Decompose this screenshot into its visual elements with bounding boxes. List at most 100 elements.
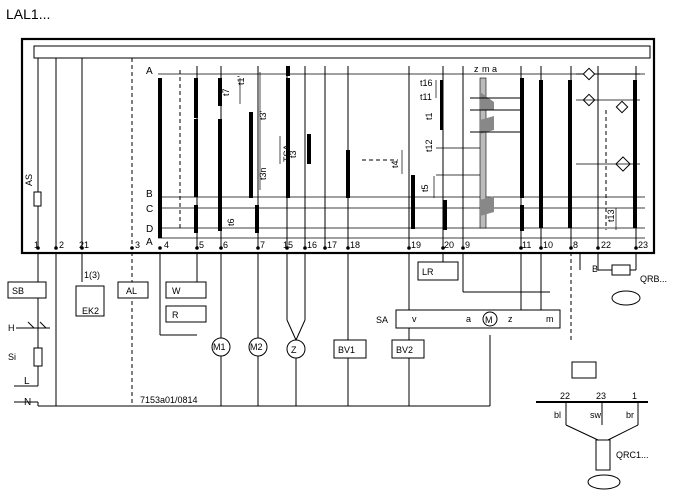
label-t13: t13 (606, 209, 616, 222)
qrc-wire-sw: sw (590, 410, 602, 420)
label-t4: t4 (390, 160, 400, 168)
row-label-d: D (146, 224, 153, 235)
label-al: AL (126, 286, 137, 296)
qrc-terminal-23: 23 (596, 391, 606, 401)
label-sb: SB (12, 286, 24, 296)
label-bv2: BV2 (396, 345, 413, 355)
control-unit-top-bar (33, 45, 651, 59)
timing-labels: t7 t1' t3' t3n t3 TSA t6 t4 t5 t16 t11 t… (221, 75, 616, 226)
row-label-a-top: A (146, 66, 153, 77)
as-fuse (33, 191, 42, 207)
terminal-5: 5 (199, 240, 204, 250)
label-qrc: QRC1... (616, 450, 649, 460)
terminal-9: 9 (465, 240, 470, 250)
row-guides (158, 73, 645, 239)
sa-motor (482, 311, 498, 327)
component-lr (417, 261, 459, 281)
qrb-flame (611, 290, 641, 306)
terminal-6: 6 (223, 240, 228, 250)
cam-label-ma: m a (482, 64, 497, 74)
qrc-wire-br: br (626, 410, 634, 420)
label-qrb: QRB... (640, 274, 667, 284)
label-z: Z (291, 345, 297, 355)
label-si: Si (8, 352, 16, 362)
external-wires (14, 252, 637, 407)
sa-contact-z: z (508, 314, 513, 324)
label-t1p: t1' (236, 75, 246, 85)
row-label-a-bottom: A (146, 237, 153, 248)
row-label-b: B (146, 189, 153, 200)
cam-label-z: z (474, 64, 479, 74)
component-z (286, 339, 306, 359)
terminal-17: 17 (327, 240, 337, 250)
qrc-wire-bl: bl (554, 410, 561, 420)
component-bv2 (391, 339, 425, 359)
label-t11: t11 (420, 92, 432, 102)
component-b-resistor (611, 264, 631, 276)
component-r (165, 305, 207, 323)
terminal-10: 10 (543, 240, 553, 250)
flame-signal-column (576, 67, 640, 230)
control-unit-frame (20, 37, 656, 255)
terminal-23: 23 (638, 240, 648, 250)
label-ek2: EK2 (82, 306, 99, 316)
terminal-3: 3 (135, 240, 140, 250)
component-m2 (248, 337, 268, 357)
sa-contact-v: v (412, 314, 417, 324)
terminal-21: 21 (79, 240, 89, 250)
terminal-11: 11 (522, 240, 531, 250)
qrc-detector: 22 23 1 bl sw br QRC1... (536, 391, 649, 490)
label-t16: t16 (420, 78, 433, 88)
cam-graphic (436, 77, 520, 229)
terminal-2: 2 (59, 240, 64, 250)
label-t3n: t3n (258, 167, 268, 180)
component-lk (571, 361, 597, 379)
sa-contact-a: a (466, 314, 471, 324)
component-sa (395, 309, 561, 329)
terminal-4: 4 (164, 240, 169, 250)
terminal-22: 22 (601, 240, 611, 250)
terminal-8: 8 (573, 240, 578, 250)
label-t5: t5 (420, 184, 430, 192)
label-t12: t12 (424, 139, 434, 152)
label-n: N (24, 397, 31, 408)
terminal-19: 19 (411, 240, 421, 250)
label-t3p: t3' (258, 110, 268, 120)
drawing-code: 7153a01/0814 (140, 395, 198, 405)
qrc-terminal-1: 1 (632, 391, 637, 401)
label-tsa: TSA (282, 144, 292, 162)
timing-arrows (239, 72, 617, 230)
terminal-row: 1 2 21 3 4 5 6 7 15 16 17 18 19 20 9 11 … (34, 240, 648, 250)
label-t1: t1 (424, 112, 434, 120)
label-b: B (592, 264, 598, 274)
qrc-terminal-22: 22 (560, 391, 570, 401)
label-t6: t6 (226, 218, 236, 226)
label-bv1: BV1 (338, 345, 355, 355)
label-ek2-contact: 1(3) (84, 270, 100, 280)
label-t7: t7 (221, 88, 231, 96)
label-h: H (8, 323, 15, 333)
row-label-c: C (146, 204, 153, 215)
diagram-title: LAL1... (6, 6, 50, 22)
component-sb (7, 281, 47, 299)
component-w (165, 281, 207, 299)
label-as: AS (24, 174, 34, 186)
sa-motor-label: M (485, 315, 493, 325)
terminal-20: 20 (444, 240, 454, 250)
component-m1 (211, 337, 231, 357)
sa-contact-m: m (546, 314, 554, 324)
terminal-7: 7 (260, 240, 265, 250)
component-ek2 (75, 285, 105, 317)
label-l: L (24, 376, 30, 387)
component-bv1 (333, 339, 367, 359)
label-r: R (172, 310, 179, 320)
label-m2: M2 (250, 342, 263, 352)
label-t3: t3 (288, 150, 298, 158)
label-m1: M1 (213, 342, 226, 352)
terminal-1: 1 (34, 240, 39, 250)
terminal-18: 18 (350, 240, 360, 250)
program-bars (158, 66, 637, 238)
label-w: W (172, 286, 181, 296)
terminal-16: 16 (307, 240, 317, 250)
